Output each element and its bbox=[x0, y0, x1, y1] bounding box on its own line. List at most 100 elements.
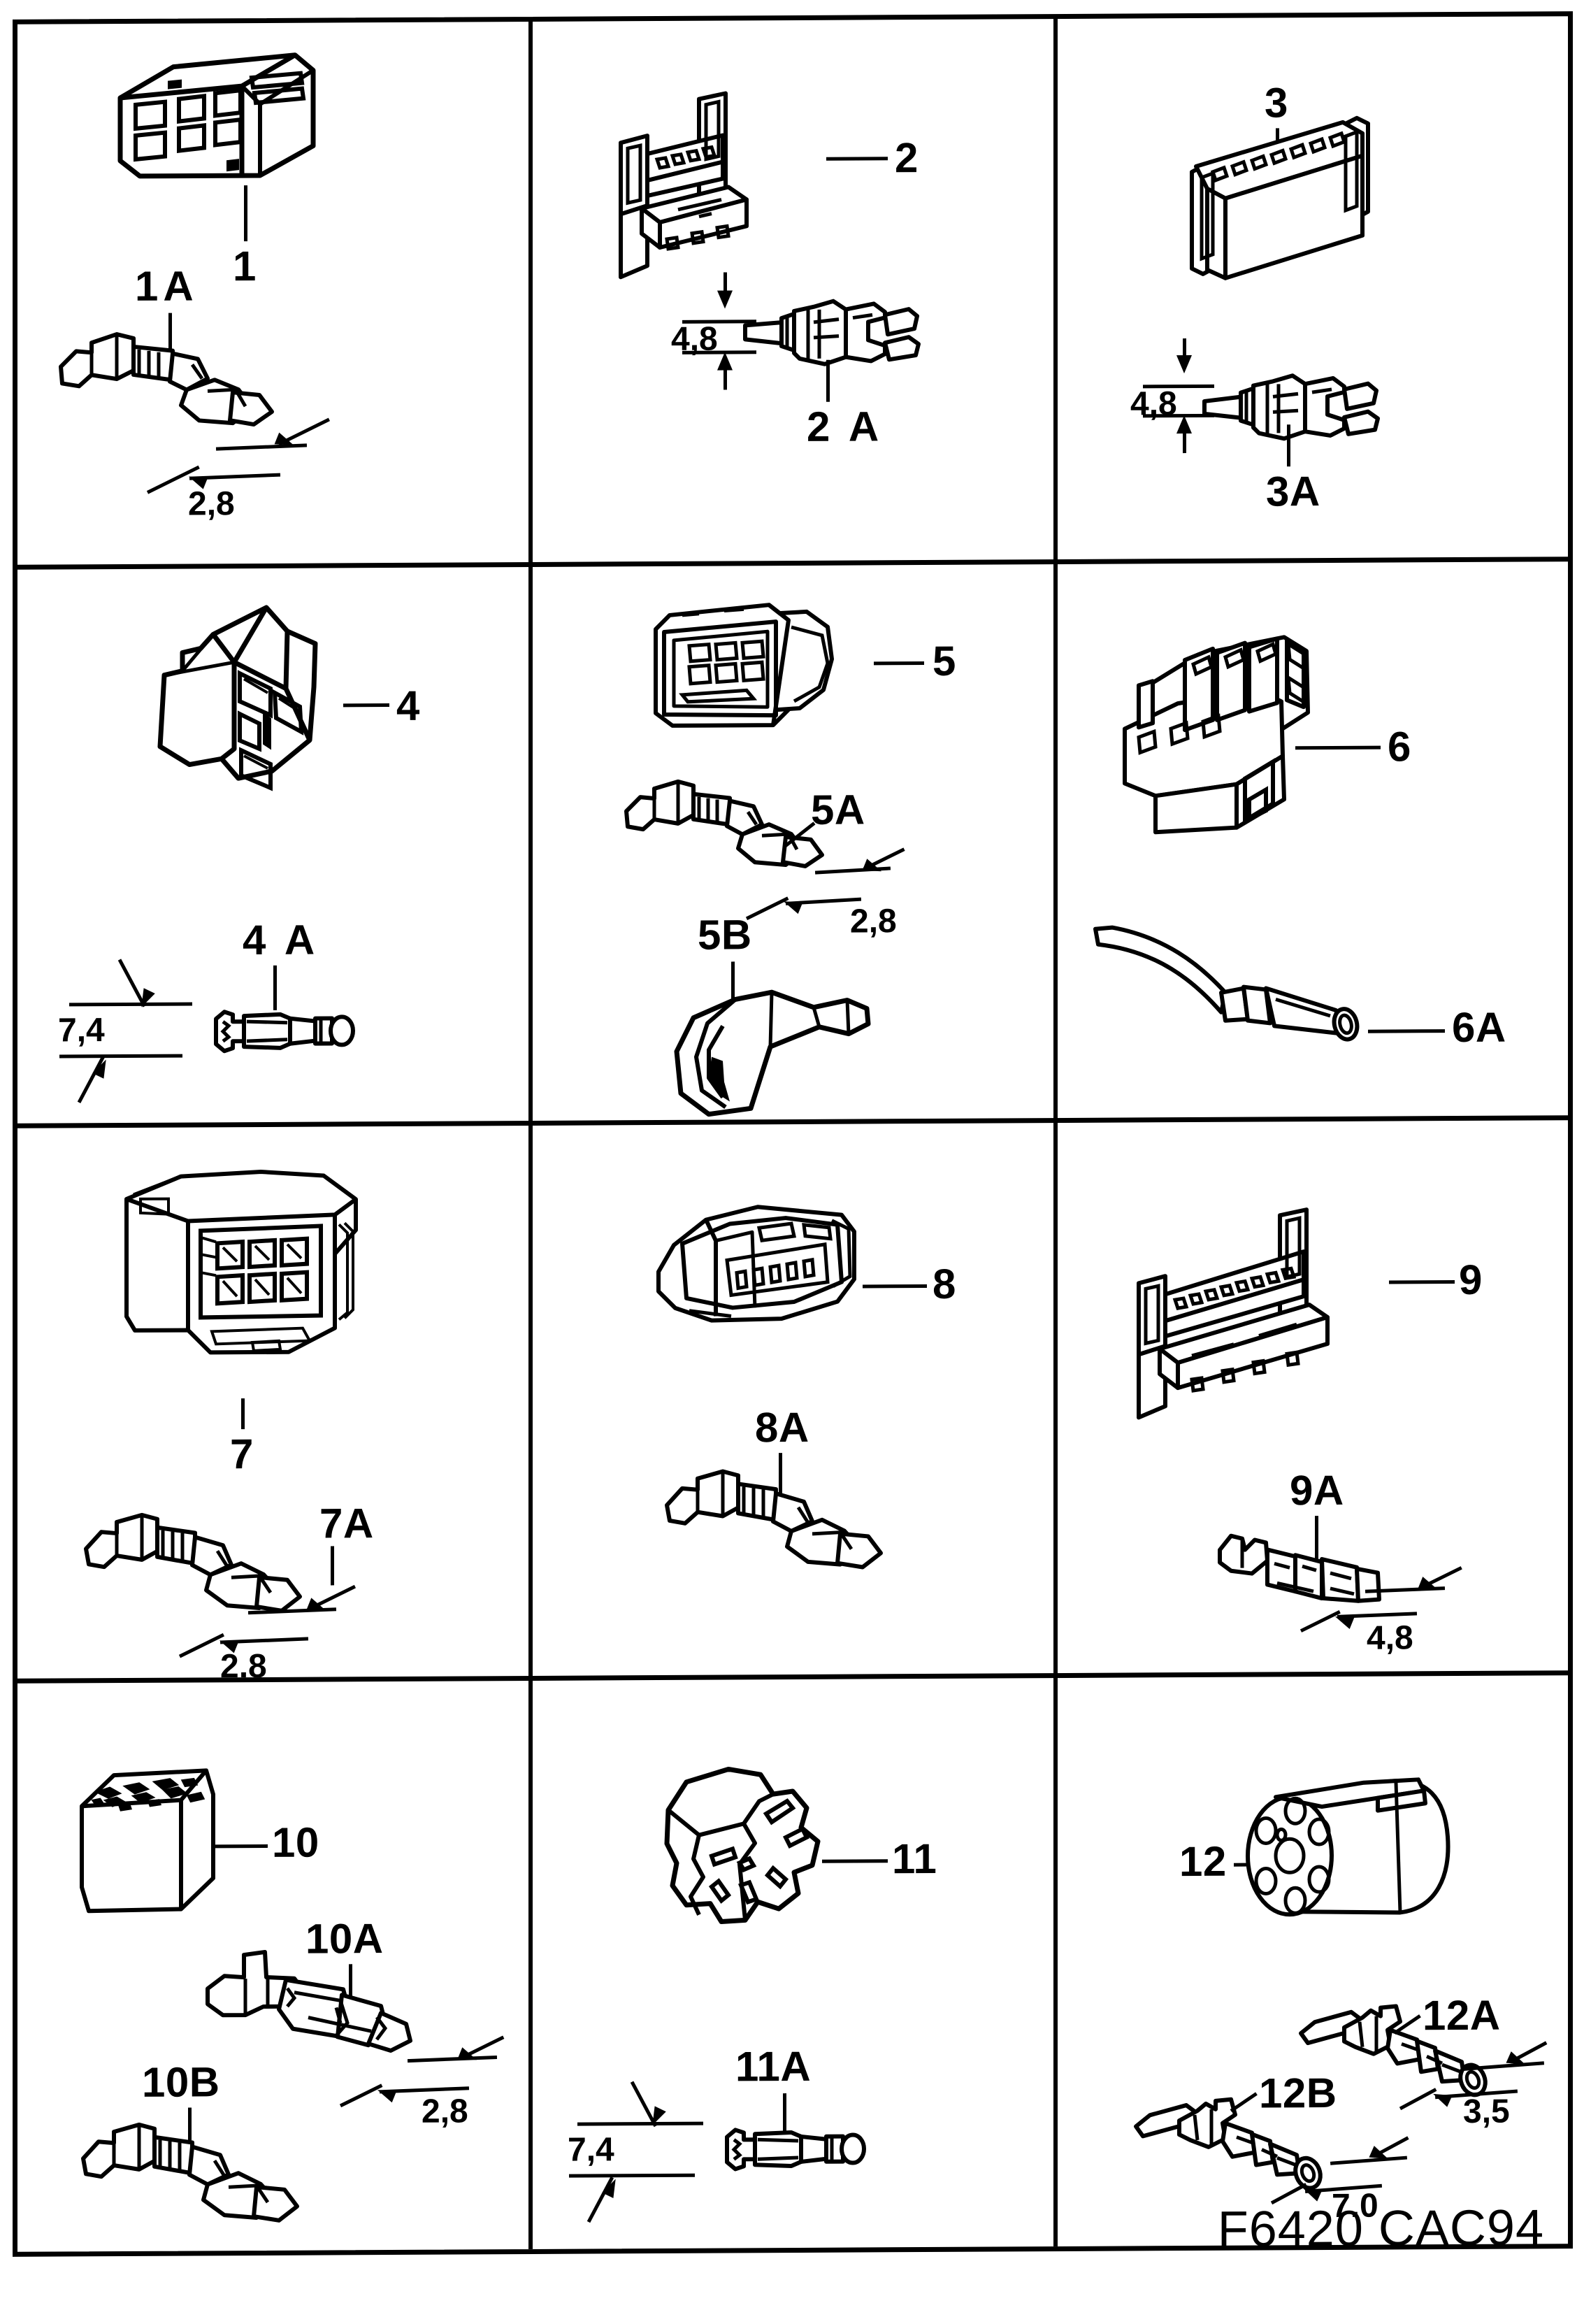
leader-line-3a bbox=[1287, 424, 1290, 467]
cell-5: 5 bbox=[533, 564, 1053, 1121]
leader-line-6 bbox=[1295, 745, 1381, 750]
dimension-value-5: 2,8 bbox=[850, 903, 897, 940]
part-label-9: 9 bbox=[1459, 1256, 1483, 1304]
dimension-ref-line-top-11 bbox=[577, 2121, 703, 2126]
part-label-1a: 1A bbox=[135, 262, 199, 310]
cell-8: 8 8A bbox=[533, 1123, 1053, 1676]
cell-7: 7 bbox=[17, 1126, 528, 1679]
part-label-5b: 5B bbox=[698, 911, 752, 959]
dimension-ref-line-bottom-11 bbox=[569, 2173, 695, 2178]
part-label-4: 4 bbox=[396, 682, 420, 729]
dimension-value-3: 4,8 bbox=[1130, 385, 1177, 423]
leader-line-6a bbox=[1368, 1029, 1445, 1033]
part-label-10b: 10B bbox=[142, 2058, 220, 2106]
dimension-arrow-line-top-3 bbox=[1183, 338, 1186, 359]
terminal-2a-art bbox=[741, 294, 944, 379]
dimension-arrow-line-bottom-5 bbox=[745, 896, 789, 921]
leader-line-5 bbox=[874, 661, 924, 666]
leader-line-7 bbox=[241, 1398, 245, 1430]
part-label-4a: 4 A bbox=[243, 916, 319, 964]
dimension-arrowhead-bottom-10 bbox=[375, 2083, 397, 2103]
connector-housing-5-art bbox=[649, 596, 872, 744]
dimension-ref-line-top-4 bbox=[69, 1002, 192, 1007]
terminal-10b-art bbox=[76, 2117, 314, 2244]
terminal-4a-art bbox=[205, 1003, 394, 1059]
part-label-6a: 6A bbox=[1452, 1003, 1506, 1052]
cell-2: 2 bbox=[533, 19, 1053, 562]
connector-housing-2-art bbox=[617, 89, 840, 300]
dimension-value-11: 7,4 bbox=[568, 2131, 614, 2169]
dimension-value-12a: 3,5 bbox=[1463, 2093, 1510, 2130]
dimension-arrow-line-bottom-3 bbox=[1183, 432, 1186, 454]
connector-housing-6-art bbox=[1111, 623, 1390, 835]
dimension-arrow-line-bottom-2 bbox=[723, 368, 727, 390]
terminal-5a-art bbox=[619, 775, 864, 888]
dimension-value-2: 4,8 bbox=[671, 320, 718, 358]
dimension-arrow-line-top-2 bbox=[723, 272, 727, 294]
terminal-9a-art bbox=[1214, 1523, 1424, 1623]
terminal-7a-art bbox=[79, 1507, 359, 1641]
part-label-2a: 2 A bbox=[807, 403, 884, 450]
terminal-3a-art bbox=[1202, 357, 1404, 449]
cell-12: 12 bbox=[1058, 1675, 1578, 2256]
leader-line-11 bbox=[822, 1859, 888, 1863]
part-label-7a: 7A bbox=[319, 1500, 374, 1547]
part-label-12: 12 bbox=[1179, 1837, 1227, 1886]
part-label-5: 5 bbox=[933, 637, 956, 684]
connector-housing-4-art bbox=[135, 597, 359, 801]
dimension-ref-line-bottom-4 bbox=[59, 1054, 182, 1059]
leader-line-2a bbox=[826, 359, 830, 402]
leader-line-4 bbox=[343, 703, 389, 708]
dimension-value-9: 4,8 bbox=[1367, 1619, 1413, 1657]
part-label-6: 6 bbox=[1388, 723, 1411, 770]
cell-11: 11 11A bbox=[533, 1678, 1053, 2259]
part-label-9a: 9A bbox=[1290, 1466, 1344, 1514]
leader-line-1 bbox=[244, 185, 247, 242]
cell-9: 9 9A bbox=[1058, 1120, 1578, 1673]
dimension-value-10: 2,8 bbox=[422, 2093, 468, 2130]
part-label-3a: 3A bbox=[1266, 468, 1320, 515]
connector-housing-3-art bbox=[1182, 107, 1392, 283]
part-label-7: 7 bbox=[230, 1430, 254, 1478]
cable-seal-5b-art bbox=[665, 983, 896, 1117]
part-label-1: 1 bbox=[233, 243, 257, 290]
part-label-10: 10 bbox=[272, 1819, 319, 1866]
dimension-value-4: 7,4 bbox=[58, 1012, 105, 1049]
dimension-arrowhead-bottom-2 bbox=[717, 352, 733, 371]
part-label-11: 11 bbox=[892, 1835, 937, 1883]
part-label-2: 2 bbox=[895, 134, 919, 182]
leader-line-2 bbox=[826, 157, 888, 161]
cell-6: 6 6A bbox=[1058, 561, 1578, 1118]
part-label-5a: 5A bbox=[811, 786, 865, 833]
part-label-8: 8 bbox=[933, 1260, 956, 1307]
terminal-1a-art bbox=[50, 325, 322, 459]
dimension-value-1: 2,8 bbox=[188, 485, 235, 523]
plate-code: F6420 CAC94 bbox=[1217, 2200, 1544, 2258]
terminal-10a-art bbox=[203, 1947, 441, 2081]
part-label-12a: 12A bbox=[1423, 1991, 1501, 2039]
part-label-8a: 8A bbox=[755, 1403, 809, 1451]
cell-4: 4 4 A bbox=[17, 567, 528, 1124]
parts-grid: 1 1A bbox=[13, 11, 1573, 2259]
terminal-11a-art bbox=[716, 2121, 905, 2177]
leader-line-9 bbox=[1389, 1280, 1455, 1284]
terminal-12a-art bbox=[1298, 2004, 1529, 2117]
dimension-arrowhead-bottom-5 bbox=[781, 895, 803, 914]
bullet-lead-6a-art bbox=[1087, 920, 1409, 1061]
connector-housing-11-art bbox=[663, 1765, 830, 1933]
leader-line-8 bbox=[863, 1284, 927, 1289]
connector-housing-10-art bbox=[76, 1766, 230, 1928]
connector-housing-1-art bbox=[112, 43, 322, 191]
leader-line-7a bbox=[331, 1546, 334, 1586]
terminal-12b-art bbox=[1133, 2082, 1364, 2209]
connector-housing-8-art bbox=[654, 1203, 878, 1337]
cell-10: 10 10A bbox=[17, 1681, 528, 2262]
leader-line-10 bbox=[215, 1844, 268, 1849]
dimension-arrowhead-bottom-3 bbox=[1176, 415, 1192, 434]
connector-housing-7-art bbox=[114, 1168, 380, 1379]
part-label-12b: 12B bbox=[1259, 2069, 1337, 2117]
part-label-11a: 11A bbox=[735, 2042, 812, 2090]
cell-3: 3 bbox=[1058, 16, 1578, 559]
connector-housing-12-art bbox=[1238, 1767, 1476, 1929]
